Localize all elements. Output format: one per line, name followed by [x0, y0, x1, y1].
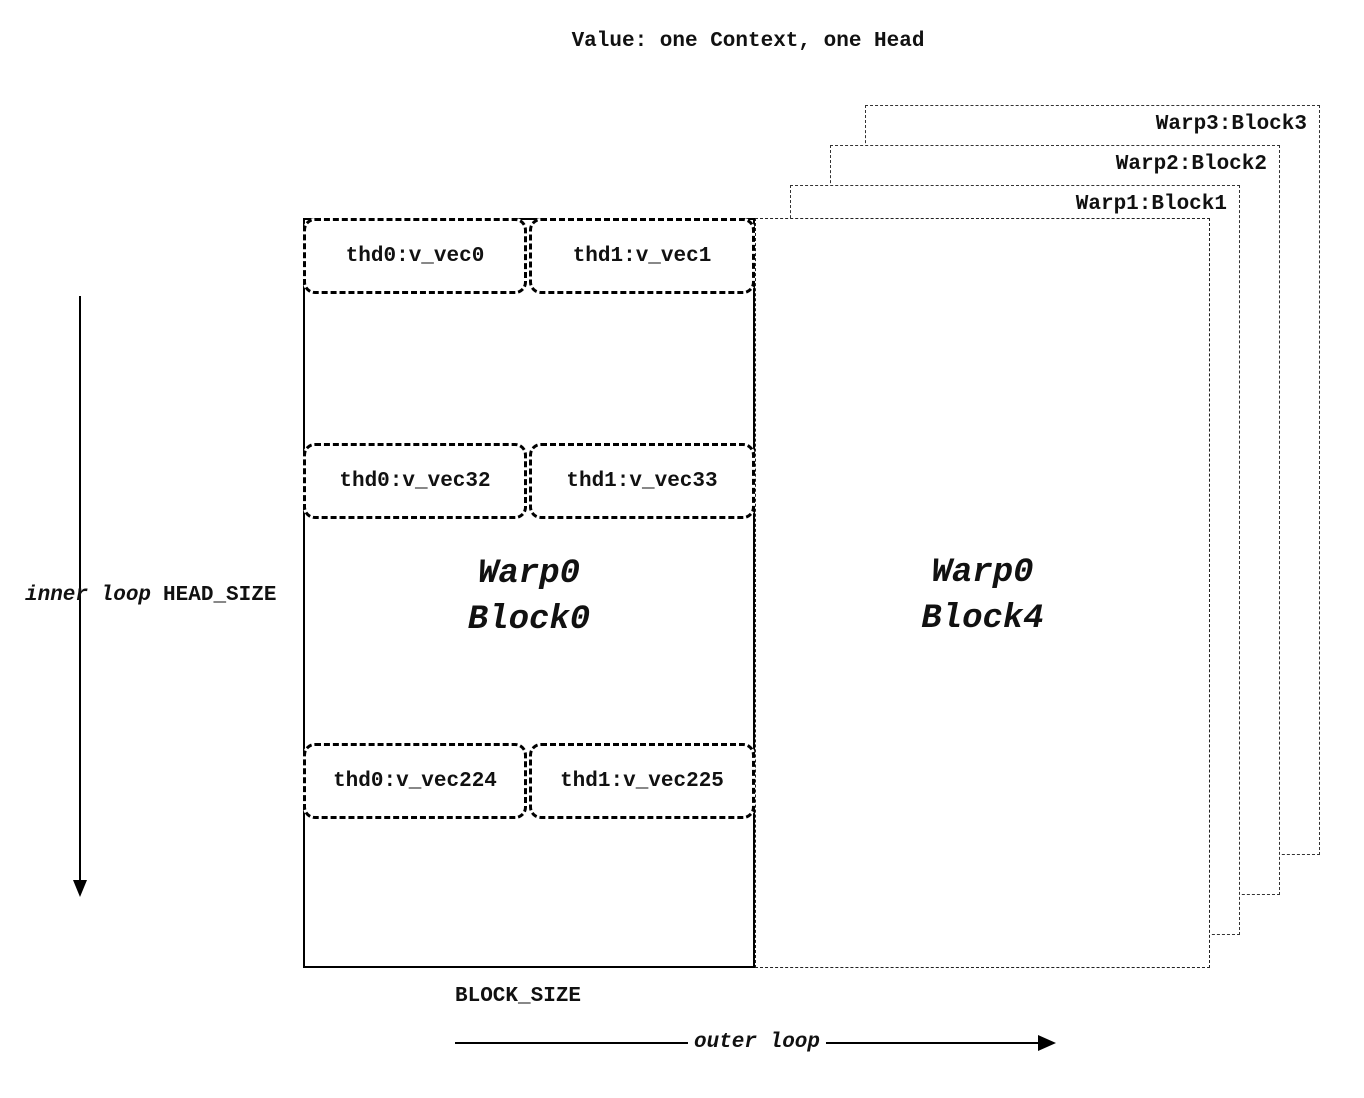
block0-name: Warp0 Block0	[305, 552, 753, 644]
thread-cell-label: thd0:v_vec32	[339, 469, 491, 493]
thread-cell-label: thd0:v_vec224	[333, 769, 497, 793]
thread-cell-thd1-vvec225: thd1:v_vec225	[529, 743, 755, 819]
inner-loop-arrowhead-down-icon	[73, 880, 87, 897]
head-size-text: HEAD_SIZE	[163, 584, 277, 607]
thread-cell-thd1-vvec1: thd1:v_vec1	[529, 218, 755, 294]
stacked-block-warp2-label: Warp2:Block2	[1113, 153, 1269, 176]
block-size-label: BLOCK_SIZE	[455, 985, 582, 1008]
thread-cell-thd0-vvec0: thd0:v_vec0	[303, 218, 527, 294]
inner-loop-arrow-line	[79, 296, 81, 882]
block0-name-line2: Block0	[467, 600, 591, 639]
thread-cell-label: thd0:v_vec0	[345, 244, 485, 268]
thread-cell-label: thd1:v_vec33	[566, 469, 718, 493]
block4-name-line2: Block4	[921, 599, 1044, 638]
outer-loop-arrowhead-right-icon	[1038, 1035, 1056, 1051]
thread-cell-thd1-vvec33: thd1:v_vec33	[529, 443, 755, 519]
block4-panel: Warp0 Block4	[755, 218, 1210, 968]
diagram-title: Value: one Context, one Head	[571, 30, 925, 53]
block4-name: Warp0 Block4	[756, 551, 1209, 643]
thread-cell-label: thd1:v_vec1	[572, 244, 712, 268]
inner-loop-text: inner loop	[25, 584, 152, 607]
block4-name-line1: Warp0	[931, 554, 1034, 592]
stacked-block-warp3-label: Warp3:Block3	[1153, 113, 1309, 136]
outer-loop-label: outer loop	[687, 1031, 827, 1054]
thread-cell-thd0-vvec224: thd0:v_vec224	[303, 743, 527, 819]
block0-name-line1: Warp0	[477, 555, 581, 593]
stacked-block-warp1-label: Warp1:Block1	[1073, 193, 1229, 216]
thread-cell-label: thd1:v_vec225	[560, 769, 724, 793]
thread-cell-thd0-vvec32: thd0:v_vec32	[303, 443, 527, 519]
inner-loop-head-size-label: inner loop HEAD_SIZE	[25, 584, 276, 607]
block0-panel: Warp0 Block0	[303, 218, 755, 968]
